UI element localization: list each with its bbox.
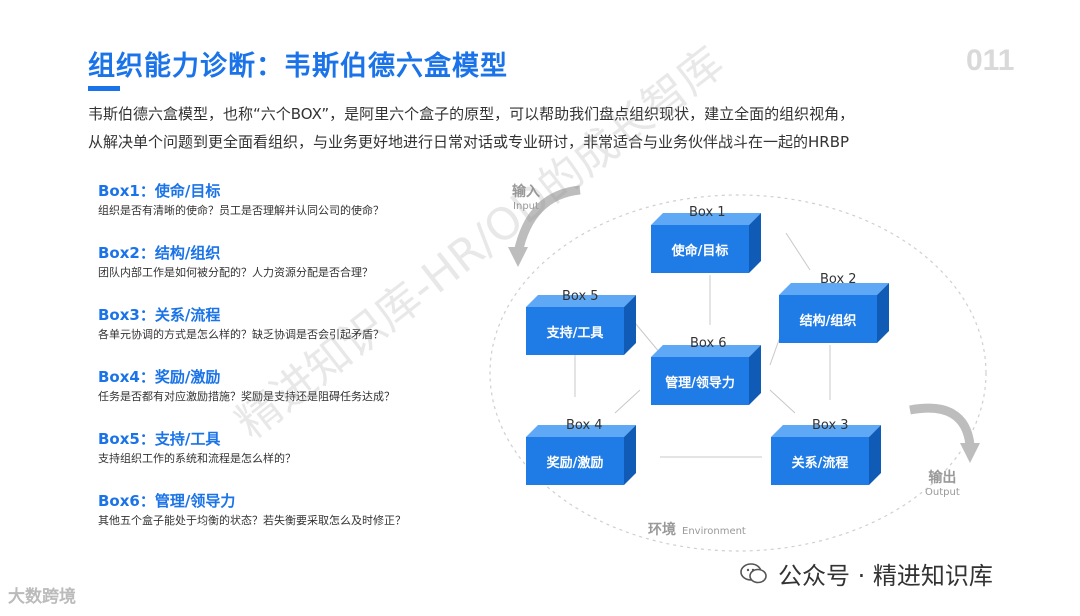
box-item-desc: 任务是否都有对应激励措施？奖励是支持还是阻碍任务达成？ [98, 390, 395, 403]
box-item-desc: 其他五个盒子能处于均衡的状态？若失衡要采取怎么及时修正？ [98, 514, 406, 527]
cube-2-text: 结构/组织 [799, 313, 857, 329]
cube-3-text: 关系/流程 [791, 455, 849, 471]
output-arrow-icon [909, 403, 975, 446]
output-label-cn: 输出 [928, 470, 957, 486]
cube-4-text: 奖励/激励 [546, 455, 604, 471]
box-item-title: Box2：结构/组织 [98, 244, 221, 262]
page-number: 011 [966, 44, 1015, 77]
cube-6-text: 管理/领导力 [665, 375, 735, 391]
connector-1-2 [785, 232, 811, 271]
wechat-icon [740, 562, 768, 585]
input-label: 输入 Input [512, 181, 540, 212]
cube-1-shape [651, 213, 761, 273]
six-box-diagram: 输入 Input 输出 Output 环境 Environment Box 1 … [470, 175, 990, 565]
input-label-en: Input [513, 201, 539, 212]
diagram-background [489, 185, 987, 552]
cube-5-text: 支持/工具 [546, 325, 604, 341]
intro-line-1: 韦斯伯德六盒模型，也称“六个BOX”，是阿里六个盒子的原型，可以帮助我们盘点组织… [88, 105, 855, 123]
box-item-desc: 组织是否有清晰的使命？员工是否理解并认同公司的使命？ [98, 204, 384, 217]
box-item-desc: 团队内部工作是如何被分配的？人力资源分配是否合理？ [98, 266, 373, 279]
box-item-2: Box2：结构/组织 团队内部工作是如何被分配的？人力资源分配是否合理？ [98, 242, 458, 304]
box-item-title: Box6：管理/领导力 [98, 492, 236, 510]
cube-2-shape [779, 283, 889, 343]
cube-2-label: Box 2 [820, 272, 857, 287]
box-list: Box1：使命/目标 组织是否有清晰的使命？员工是否理解并认同公司的使命？ Bo… [98, 180, 458, 552]
box-item-3: Box3：关系/流程 各单元协调的方式是怎么样的？缺乏协调是否会引起矛盾？ [98, 304, 458, 366]
connector-6-4 [614, 389, 641, 414]
intro-paragraph: 韦斯伯德六盒模型，也称“六个BOX”，是阿里六个盒子的原型，可以帮助我们盘点组织… [88, 100, 948, 156]
cube-5-shape [526, 295, 636, 355]
cube-4-shape [526, 425, 636, 485]
environment-label: 环境 Environment [648, 519, 746, 539]
connector-6-3 [769, 389, 796, 414]
environment-ellipse [489, 194, 987, 552]
output-label-en: Output [925, 487, 960, 498]
cube-5-label: Box 5 [562, 289, 599, 304]
box-item-desc: 各单元协调的方式是怎么样的？缺乏协调是否会引起矛盾？ [98, 328, 384, 341]
cube-6-shape [651, 345, 761, 405]
footer-brand: 公众号 · 精进知识库 [740, 556, 993, 591]
box-item-title: Box5：支持/工具 [98, 430, 221, 448]
box-item-6: Box6：管理/领导力 其他五个盒子能处于均衡的状态？若失衡要采取怎么及时修正？ [98, 490, 458, 552]
input-label-cn: 输入 [512, 184, 540, 200]
corner-logo: 大数跨境 [8, 587, 76, 607]
output-label: 输出 Output [925, 467, 960, 498]
cube-3-label: Box 3 [812, 418, 849, 433]
box-item-5: Box5：支持/工具 支持组织工作的系统和流程是怎么样的？ [98, 428, 458, 490]
cube-1-label: Box 1 [689, 205, 726, 220]
box-item-1: Box1：使命/目标 组织是否有清晰的使命？员工是否理解并认同公司的使命？ [98, 180, 458, 242]
intro-line-2: 从解决单个问题到更全面看组织，与业务更好地进行日常对话或专业研讨，非常适合与业务… [88, 133, 850, 151]
footer-brand-text: 公众号 · 精进知识库 [778, 562, 993, 590]
title-underline [88, 86, 120, 91]
output-arrowhead-icon [960, 443, 980, 463]
cube-4-label: Box 4 [566, 418, 603, 433]
box-item-title: Box4：奖励/激励 [98, 368, 221, 386]
environment-label-cn: 环境 [648, 522, 676, 538]
page-title: 组织能力诊断：韦斯伯德六盒模型 [88, 51, 508, 82]
input-arrowhead-icon [508, 247, 528, 267]
environment-label-en: Environment [682, 526, 746, 537]
cube-6-label: Box 6 [690, 336, 727, 351]
cube-1-text: 使命/目标 [671, 243, 729, 259]
box-item-desc: 支持组织工作的系统和流程是怎么样的？ [98, 452, 296, 465]
input-arrow-icon [513, 185, 581, 254]
box-item-title: Box3：关系/流程 [98, 306, 221, 324]
cube-3-shape [771, 425, 881, 485]
box-item-4: Box4：奖励/激励 任务是否都有对应激励措施？奖励是支持还是阻碍任务达成？ [98, 366, 458, 428]
box-item-title: Box1：使命/目标 [98, 182, 221, 200]
